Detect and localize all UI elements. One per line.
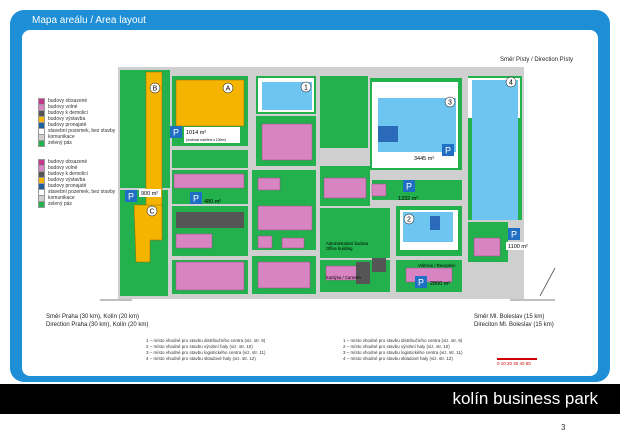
direction-east-cz: Směr Ml. Boleslav (15 km): [474, 314, 545, 320]
svg-text:P: P: [173, 128, 179, 138]
map-scale: 0 10 20 30 40 50: [497, 358, 537, 366]
svg-text:1: 1: [304, 85, 308, 92]
building-ids: A B C 1 3 2 4: [146, 76, 517, 225]
svg-text:3: 3: [448, 100, 452, 107]
svg-text:(možnost rozšíření o 100m²): (možnost rozšíření o 100m²): [186, 138, 226, 142]
direction-pisty: Směr Písty / Direction Písty: [500, 57, 574, 63]
legend-item: zelený pás: [38, 139, 115, 147]
legend-label: budovy obsazené: [48, 98, 88, 104]
svg-text:P: P: [418, 278, 424, 288]
legend-swatch: [38, 200, 45, 208]
named-buildings: Administrativní budova Office building K…: [326, 241, 456, 280]
svg-text:P: P: [128, 192, 134, 202]
legend-label: budovy pronajaté: [48, 183, 87, 189]
svg-text:1014 m²: 1014 m²: [186, 130, 206, 136]
development-sites: [262, 80, 518, 242]
legend-swatch: [38, 139, 45, 147]
svg-text:480 m²: 480 m²: [204, 199, 221, 205]
svg-text:P: P: [511, 230, 517, 240]
rented-small: [378, 126, 440, 230]
area-labels: 1014 m² (možnost rozšíření o 100m²) 900 …: [139, 127, 528, 287]
svg-text:P: P: [193, 194, 199, 204]
direction-west-cz: Směr Praha (30 km), Kolín (20 km): [46, 314, 140, 320]
svg-text:Vrátnice / Reception: Vrátnice / Reception: [418, 263, 456, 268]
page-title: Mapa areálu / Area layout: [32, 15, 146, 26]
building-c: [133, 204, 163, 263]
legend-label: budovy výstavba: [48, 116, 86, 122]
direction-west-en: Direction Praha (30 km), Kolín (20 km): [46, 322, 149, 328]
legend-label: komunikace: [48, 134, 75, 140]
legend-label: budovy pronajaté: [48, 122, 87, 128]
direction-east-en: Direciton Ml. Boleslav (15 km): [474, 322, 554, 328]
building-a: [175, 79, 245, 127]
parking-sign-900: P: [125, 190, 137, 202]
brand-name: kolín business park: [452, 389, 598, 408]
legend-label: zelený pás: [48, 201, 72, 207]
svg-text:3445 m²: 3445 m²: [414, 156, 434, 162]
svg-text:2: 2: [407, 217, 411, 224]
svg-text:1100 m²: 1100 m²: [508, 244, 528, 250]
parking-sign-1014: P: [170, 126, 182, 138]
legend-label: budovy k demolici: [48, 110, 88, 116]
svg-text:C: C: [149, 209, 154, 216]
parking-sign-2800: P: [415, 276, 427, 288]
notes-right: 1 – místo vhodné pro stavbu distribučníh…: [343, 338, 463, 361]
svg-text:4: 4: [509, 80, 513, 87]
brand-band: [0, 384, 620, 414]
legend-item: zelený pás: [38, 200, 115, 208]
legend-label: budovy k demolici: [48, 171, 88, 177]
legend-label: budovy výstavba: [48, 177, 86, 183]
legend-label: zelený pás: [48, 140, 72, 146]
access-roads: [100, 267, 556, 301]
legend-label: stavební pozemek, bez stavby: [48, 128, 116, 134]
svg-text:900 m²: 900 m²: [141, 191, 158, 197]
svg-text:Administrativní budova: Administrativní budova: [326, 241, 369, 246]
svg-text:Kantýna / Canteen: Kantýna / Canteen: [326, 275, 361, 280]
parking-sign-480: P: [190, 192, 202, 204]
notes-left: 1 – místo vhodné pro stavbu distribučníh…: [146, 338, 266, 361]
parking-sign-1332: P: [403, 180, 415, 192]
svg-text:B: B: [153, 86, 158, 93]
svg-text:2800 m²: 2800 m²: [430, 281, 450, 287]
pink-buildings: [173, 123, 501, 291]
legend-label: stavební pozemek, bez stavby: [48, 189, 116, 195]
parking-sign-1100: P: [508, 228, 520, 240]
legend-label: budovy obsazené: [48, 159, 88, 165]
legend-label: budovy volné: [48, 165, 78, 171]
svg-text:Office building: Office building: [326, 246, 353, 251]
svg-text:P: P: [406, 182, 412, 192]
svg-text:1332 m²: 1332 m²: [398, 196, 418, 202]
page-number: 3: [561, 423, 566, 432]
svg-text:P: P: [445, 146, 451, 156]
parking-signs: P P P P P P P: [125, 126, 520, 288]
legend-label: budovy volné: [48, 104, 78, 110]
parking-sign-3445: P: [442, 144, 454, 156]
svg-text:A: A: [226, 86, 231, 93]
demolition-buildings: [176, 212, 386, 284]
legend-label: komunikace: [48, 195, 75, 201]
